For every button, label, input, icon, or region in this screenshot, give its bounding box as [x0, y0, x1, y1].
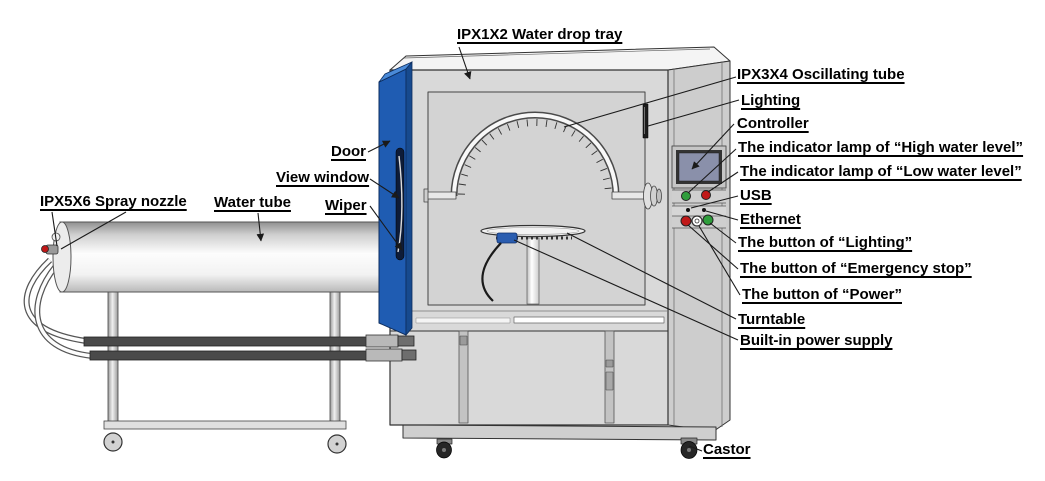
label-oscillating-tube: IPX3X4 Oscillating tube: [737, 66, 905, 83]
leader-water-drop-tray: [458, 46, 472, 80]
label-turntable: Turntable: [738, 311, 806, 328]
leader-castor: [688, 445, 703, 452]
leader-door: [367, 140, 391, 153]
water-pipe-upper: [83, 336, 373, 347]
oscillating-tube-arc: [423, 111, 662, 210]
label-castor: Castor: [703, 441, 751, 458]
view-window-strip: [395, 147, 405, 261]
label-high-water-lamp: The indicator lamp of “High water level”: [738, 139, 1024, 156]
leader-water-tube: [256, 212, 265, 242]
label-controller: Controller: [737, 115, 809, 132]
label-usb: USB: [740, 187, 772, 204]
water-pipe-lower: [89, 350, 373, 361]
label-lighting: Lighting: [741, 92, 801, 109]
label-low-water-lamp: The indicator lamp of “Low water level”: [740, 163, 1022, 180]
ethernet-port: [702, 208, 706, 212]
door-side-edge: [405, 60, 413, 337]
label-button-power: The button of “Power”: [742, 286, 902, 303]
label-view-window: View window: [276, 169, 370, 186]
label-spray-nozzle: IPX5X6 Spray nozzle: [40, 193, 187, 210]
lighting-button: [702, 214, 714, 226]
leader-power-supply: [513, 239, 739, 341]
cylinder-end-cap: [52, 221, 72, 293]
leader-button-power: [698, 225, 741, 296]
cart-bottom-bar: [103, 420, 347, 430]
leader-turntable: [566, 232, 737, 320]
label-button-emergency: The button of “Emergency stop”: [740, 260, 972, 277]
label-water-tube: Water tube: [214, 194, 291, 211]
leader-lines: [51, 46, 741, 452]
turntable-disc: [480, 224, 586, 238]
emergency-stop-button: [680, 215, 692, 227]
leader-ethernet: [705, 210, 739, 221]
chamber-machine: [389, 46, 731, 459]
label-button-lighting: The button of “Lighting”: [738, 234, 913, 251]
usb-port: [686, 208, 690, 212]
castor-left: [436, 438, 453, 459]
door-assembly: [378, 60, 413, 337]
leader-low-water-lamp: [707, 171, 739, 193]
machine-roof: [389, 46, 731, 71]
low-water-level-lamp: [701, 190, 711, 200]
high-water-level-lamp: [681, 191, 691, 201]
machine-right-face: [667, 60, 731, 432]
label-water-drop-tray: IPX1X2 Water drop tray: [457, 26, 623, 43]
leader-wiper: [369, 205, 403, 251]
spray-cart: [23, 221, 417, 454]
lighting-fixture: [642, 103, 649, 139]
label-power-supply: Built-in power supply: [740, 332, 893, 349]
leader-high-water-lamp: [687, 148, 737, 194]
tube-axle-left: [425, 191, 457, 200]
turntable-assembly: [480, 224, 586, 305]
control-panel: [671, 145, 727, 229]
drain-slot: [513, 316, 665, 324]
spray-nozzle-ticks: [457, 118, 612, 195]
spray-nozzle-tip: [41, 245, 49, 253]
label-wiper: Wiper: [325, 197, 367, 214]
leader-usb: [690, 195, 739, 209]
turntable-motor: [496, 232, 518, 244]
castor-right: [680, 437, 698, 459]
label-door: Door: [331, 143, 366, 160]
tube-axle-right: [611, 191, 645, 200]
power-button: [691, 215, 703, 227]
power-supply-cable: [481, 242, 502, 302]
leader-spray-nozzle-a: [51, 211, 58, 247]
leader-controller: [691, 123, 735, 170]
leader-view-window: [369, 178, 400, 199]
controller-screen: [678, 152, 720, 182]
leader-spray-nozzle-b: [60, 211, 127, 250]
label-ethernet: Ethernet: [740, 211, 801, 228]
cabinet-strip-left: [458, 330, 469, 424]
machine-base: [402, 424, 717, 441]
leader-lighting: [647, 99, 740, 127]
leader-oscillating-tube: [563, 76, 737, 128]
leader-button-lighting: [709, 222, 737, 244]
leader-button-emergency: [687, 224, 739, 270]
water-tube-cylinder: [59, 221, 386, 293]
